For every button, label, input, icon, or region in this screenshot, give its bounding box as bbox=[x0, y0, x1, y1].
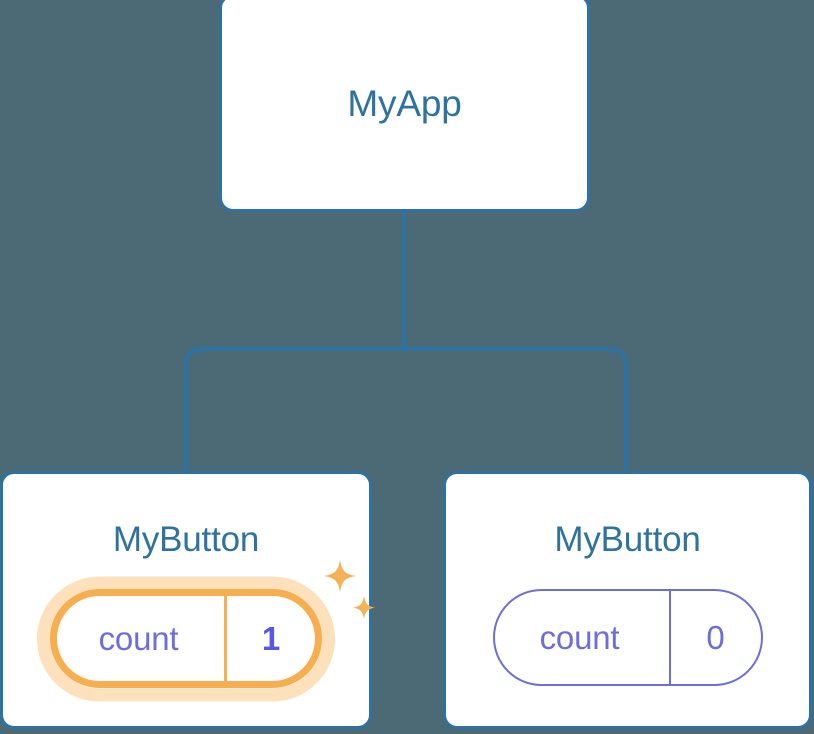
state-value-label-right: 0 bbox=[706, 619, 725, 656]
state-key-label-right: count bbox=[495, 591, 671, 684]
connector-branch-bus bbox=[184, 347, 628, 471]
component-title-myapp: MyApp bbox=[347, 82, 462, 124]
state-key-label-left: count bbox=[57, 596, 227, 681]
component-node-mybutton-left[interactable]: MyButton count 1 bbox=[0, 471, 372, 729]
state-pill-container-right: count 0 bbox=[446, 589, 809, 686]
component-node-mybutton-right[interactable]: MyButton count 0 bbox=[443, 471, 812, 729]
state-value-label-left: 1 bbox=[261, 620, 281, 657]
state-pill-glow-wrap: count 1 bbox=[37, 576, 335, 701]
component-title-mybutton-left: MyButton bbox=[112, 520, 260, 559]
component-node-root[interactable]: MyApp bbox=[219, 0, 590, 212]
state-pill-container-left: count 1 bbox=[3, 576, 369, 701]
state-pill-active[interactable]: count 1 bbox=[50, 589, 322, 688]
state-pill-plain[interactable]: count 0 bbox=[492, 589, 763, 686]
component-title-mybutton-right: MyButton bbox=[554, 520, 701, 559]
